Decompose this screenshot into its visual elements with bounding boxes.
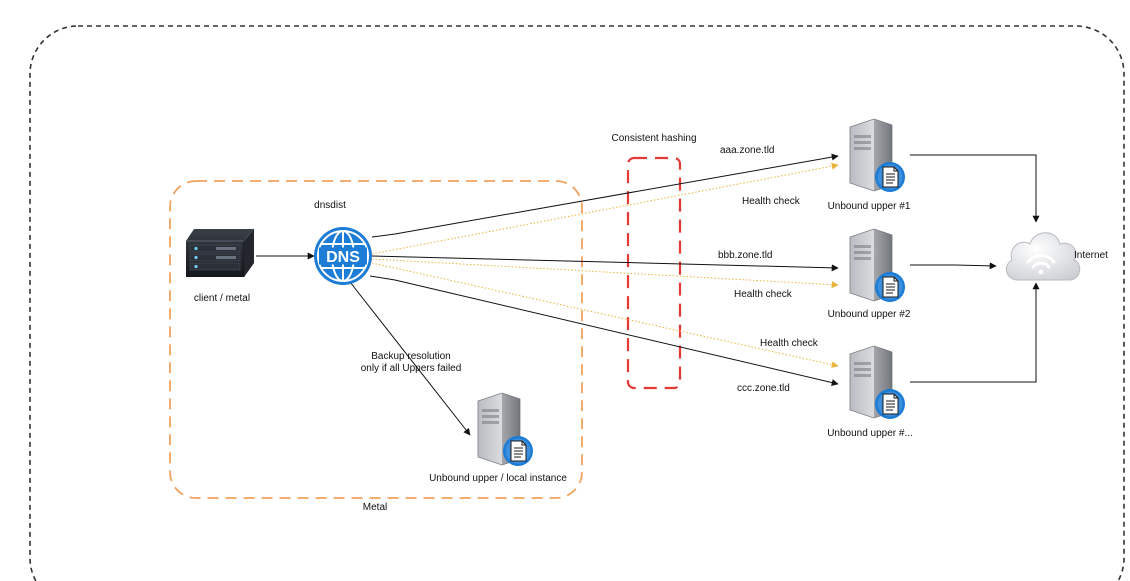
hashing-group-border (626, 156, 682, 390)
dnsdist-label: dnsdist (314, 200, 346, 211)
internet-label: Internet (1074, 250, 1108, 261)
backup-label-line1: Backup resolution (371, 351, 451, 362)
client-label: client / metal (193, 293, 251, 304)
edge-upper3-internet (910, 282, 1040, 383)
hashing-group-label: Consistent hashing (611, 133, 697, 144)
health-check-upper2 (371, 258, 839, 289)
edge-upper2-internet (910, 262, 997, 270)
dns-badge-text: DNS (326, 249, 360, 266)
metal-group-border (169, 180, 583, 499)
edge-dns-upper2 (371, 255, 839, 272)
upper3-server-icon (849, 345, 906, 420)
rack-server-icon (186, 228, 255, 277)
local-server-icon (477, 392, 534, 467)
edge-upper1-internet (910, 154, 1040, 223)
health-check-label-2: Health check (734, 289, 792, 300)
zone2-edge-label: bbb.zone.tld (718, 250, 773, 261)
edge-backup-local (349, 281, 471, 436)
zone1-edge-label: aaa.zone.tld (720, 145, 775, 156)
metal-group-label: Metal (362, 502, 388, 513)
upper1-label: Unbound upper #1 (827, 201, 911, 212)
health-check-label-1: Health check (742, 196, 800, 207)
health-check-label-3: Health check (760, 338, 818, 349)
upper2-server-icon (849, 228, 906, 303)
backup-label-line2: only if all Uppers failed (360, 363, 462, 374)
upper3-label: Unbound upper #... (827, 428, 913, 439)
upper2-label: Unbound upper #2 (827, 309, 911, 320)
upper1-server-icon (849, 118, 906, 193)
dns-globe-icon: DNS (314, 227, 372, 285)
health-check-upper1 (371, 162, 839, 255)
health-check-upper3 (371, 262, 839, 369)
edge-dns-upper3 (369, 275, 839, 386)
zone3-edge-label: ccc.zone.tld (737, 383, 790, 394)
edge-dns-upper1 (371, 153, 839, 238)
cloud-wifi-icon (1005, 232, 1081, 281)
local-upper-label: Unbound upper / local instance (429, 473, 567, 484)
outer-boundary (29, 25, 1125, 581)
